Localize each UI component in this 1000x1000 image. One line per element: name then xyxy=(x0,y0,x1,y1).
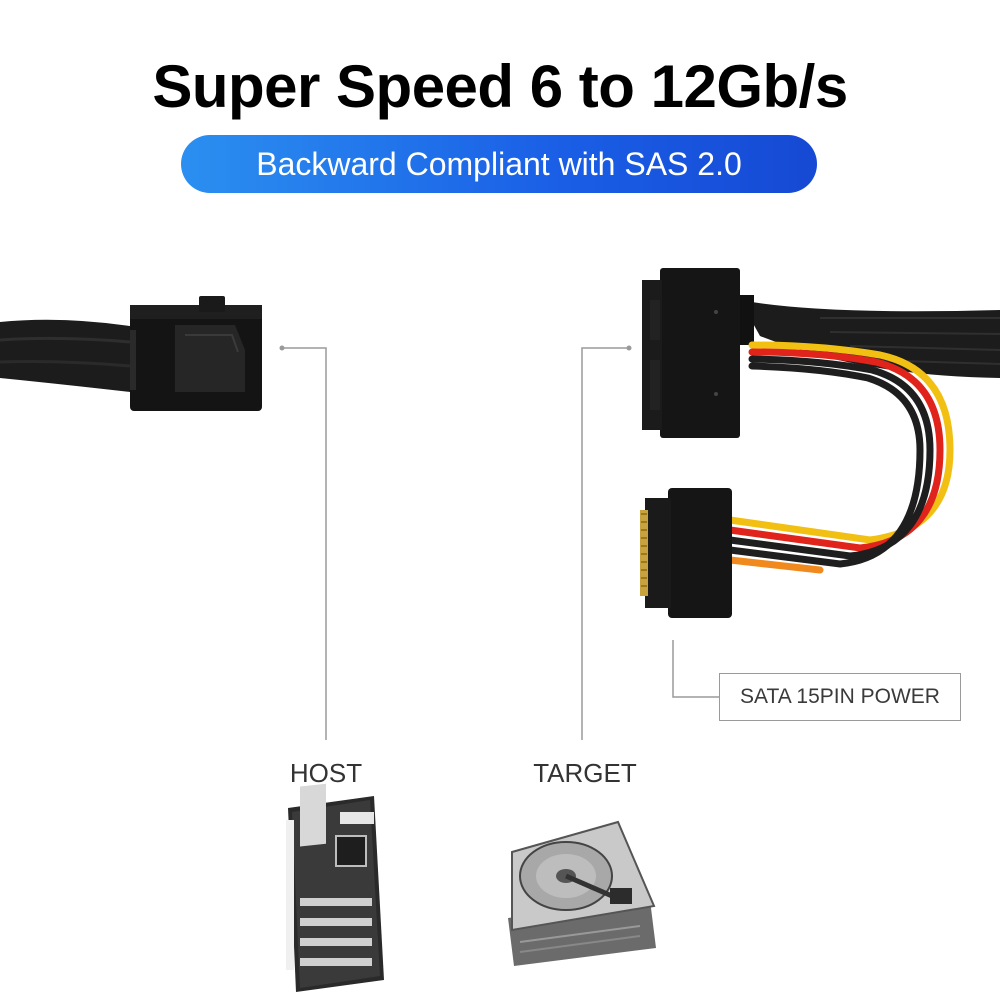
host-label: HOST xyxy=(289,758,363,788)
flat-cable xyxy=(740,300,1000,378)
power-connector-label: SATA 15PIN POWER xyxy=(719,673,961,721)
power-wires xyxy=(726,341,954,574)
host-callout-line xyxy=(282,347,327,740)
power-callout-line xyxy=(672,640,719,698)
sata-power-connector xyxy=(640,488,732,618)
target-callout-line xyxy=(581,347,629,740)
motherboard-icon xyxy=(286,783,384,992)
page-title: Super Speed 6 to 12Gb/s xyxy=(152,53,848,120)
target-label: TARGET xyxy=(533,758,637,788)
subtitle-banner: Backward Compliant with SAS 2.0 xyxy=(181,135,817,193)
hard-drive-icon xyxy=(508,820,656,966)
host-connector xyxy=(0,296,262,411)
callout-lines xyxy=(282,347,719,740)
host-cable-sleeve xyxy=(0,319,130,392)
target-connector xyxy=(642,268,1000,438)
